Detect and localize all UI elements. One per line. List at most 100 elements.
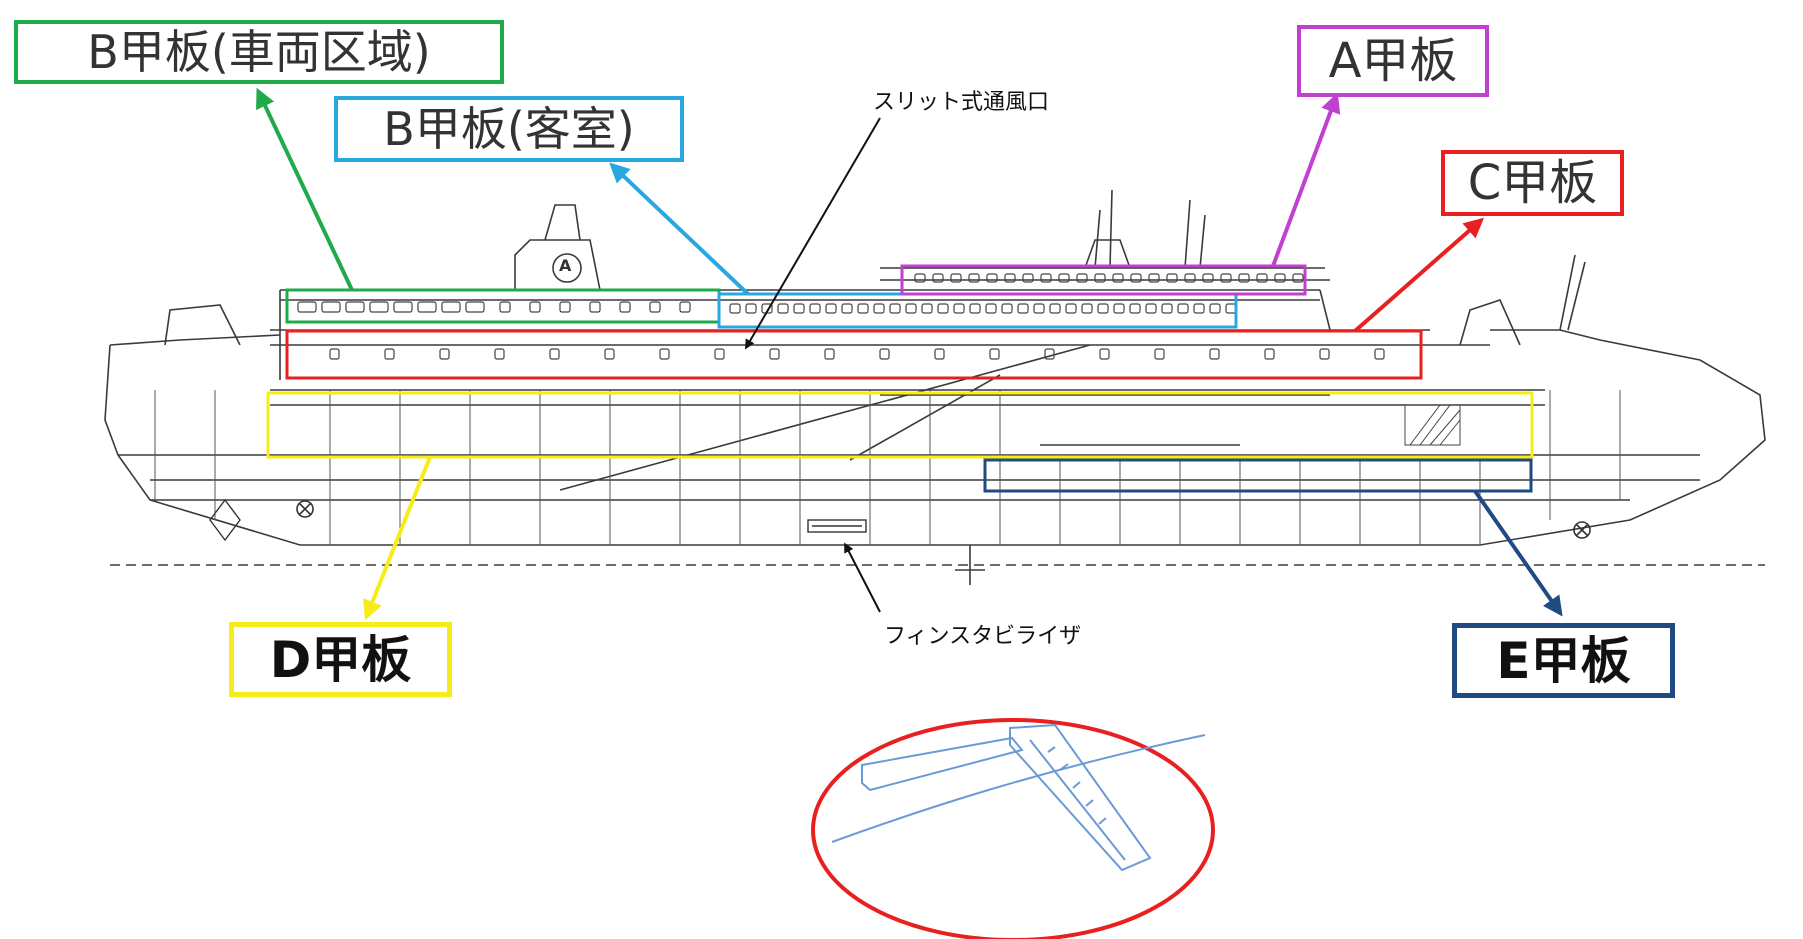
a-deck-window (1076, 273, 1088, 283)
slit-vent-arrow (744, 117, 881, 350)
vehicle-deck-vent (441, 301, 461, 313)
c-deck-window (879, 348, 890, 360)
b-deck-window (529, 301, 541, 313)
b-deck-cabin-arrow (609, 162, 750, 296)
cabin-window (1033, 303, 1045, 314)
hatched-bow-door (1404, 404, 1461, 446)
c-deck-window (384, 348, 395, 360)
c-deck-arrow (1353, 217, 1485, 333)
c-deck-window (769, 348, 780, 360)
c-deck-window (989, 348, 1000, 360)
a-deck-window (1184, 273, 1196, 283)
b-deck-window (499, 301, 511, 313)
ship-hull (104, 189, 1766, 585)
b-deck-window (679, 301, 691, 313)
cabin-window (1081, 303, 1093, 314)
slit-vent-callout: スリット式通風口 (873, 90, 1050, 115)
fin-stabilizer-detail-ellipse (811, 718, 1215, 939)
cabin-window (729, 303, 741, 314)
cabin-window (1161, 303, 1173, 314)
c-deck-window (934, 348, 945, 360)
vehicle-deck-vent (321, 301, 341, 313)
d-deck-arrow (363, 456, 432, 621)
c-deck-box (285, 329, 1423, 380)
a-deck-window (932, 273, 944, 283)
a-deck-window (1256, 273, 1268, 283)
vehicle-deck-vent (345, 301, 365, 313)
c-deck-window (824, 348, 835, 360)
vehicle-deck-vent (297, 301, 317, 313)
b-deck-window (559, 301, 571, 313)
cabin-window (777, 303, 789, 314)
c-deck-window (494, 348, 505, 360)
a-deck-window (968, 273, 980, 283)
fin-stabilizer-callout: フィンスタビライザ (884, 624, 1082, 649)
b-deck-window (619, 301, 631, 313)
propeller-icon (296, 500, 314, 518)
e-deck-arrow (1473, 489, 1563, 617)
c-deck-window (714, 348, 725, 360)
c-deck-window (659, 348, 670, 360)
a-deck-window (1202, 273, 1214, 283)
cabin-window (937, 303, 949, 314)
c-deck-window (1264, 348, 1275, 360)
a-deck-window (1292, 273, 1304, 283)
vehicle-deck-vent (465, 301, 485, 313)
e-deck-box (983, 458, 1533, 493)
a-deck-window (950, 273, 962, 283)
vehicle-deck-vent (417, 301, 437, 313)
b-deck-window (649, 301, 661, 313)
frame-lines (154, 390, 1621, 545)
d-deck-box (266, 391, 1534, 459)
a-deck-window (1130, 273, 1142, 283)
vehicle-deck-vent (393, 301, 413, 313)
c-deck-window (1209, 348, 1220, 360)
c-deck-label: C甲板 (1441, 150, 1624, 216)
a-deck-box (900, 264, 1307, 296)
cabin-window (921, 303, 933, 314)
cabin-window (1097, 303, 1109, 314)
fin-stabilizer-arrow (844, 542, 881, 613)
a-deck-label: A甲板 (1297, 25, 1489, 97)
ship-windows (297, 273, 1385, 360)
a-deck-window (986, 273, 998, 283)
cabin-window (905, 303, 917, 314)
rudder-icon (209, 498, 241, 542)
b-deck-cabin-box (717, 292, 1238, 329)
cabin-window (745, 303, 757, 314)
c-deck-window (1374, 348, 1385, 360)
a-deck-window (1040, 273, 1052, 283)
c-deck-window (1154, 348, 1165, 360)
vehicle-deck-vent (369, 301, 389, 313)
cabin-window (1129, 303, 1141, 314)
cabin-window (1049, 303, 1061, 314)
c-deck-window (1319, 348, 1330, 360)
c-deck-window (1099, 348, 1110, 360)
cabin-window (857, 303, 869, 314)
a-deck-window (1148, 273, 1160, 283)
b-deck-window (589, 301, 601, 313)
fin-stabilizer-detail-drawing (831, 723, 1206, 872)
c-deck-window (439, 348, 450, 360)
b-deck-vehicle-arrow (256, 87, 354, 291)
fin-stabilizer-housing (807, 519, 867, 533)
c-deck-window (549, 348, 560, 360)
a-deck-window (1094, 273, 1106, 283)
cabin-window (1145, 303, 1157, 314)
c-deck-window (329, 348, 340, 360)
cabin-window (1113, 303, 1125, 314)
c-deck-window (604, 348, 615, 360)
bow-thruster-icon (1573, 521, 1591, 539)
cabin-window (841, 303, 853, 314)
cabin-window (873, 303, 885, 314)
cabin-window (793, 303, 805, 314)
cabin-window (1001, 303, 1013, 314)
cabin-window (1017, 303, 1029, 314)
a-deck-window (1022, 273, 1034, 283)
a-deck-window (1112, 273, 1124, 283)
a-deck-window (914, 273, 926, 283)
e-deck-label: E甲板 (1452, 623, 1675, 698)
b-deck-cabin-label: B甲板(客室) (334, 96, 684, 162)
